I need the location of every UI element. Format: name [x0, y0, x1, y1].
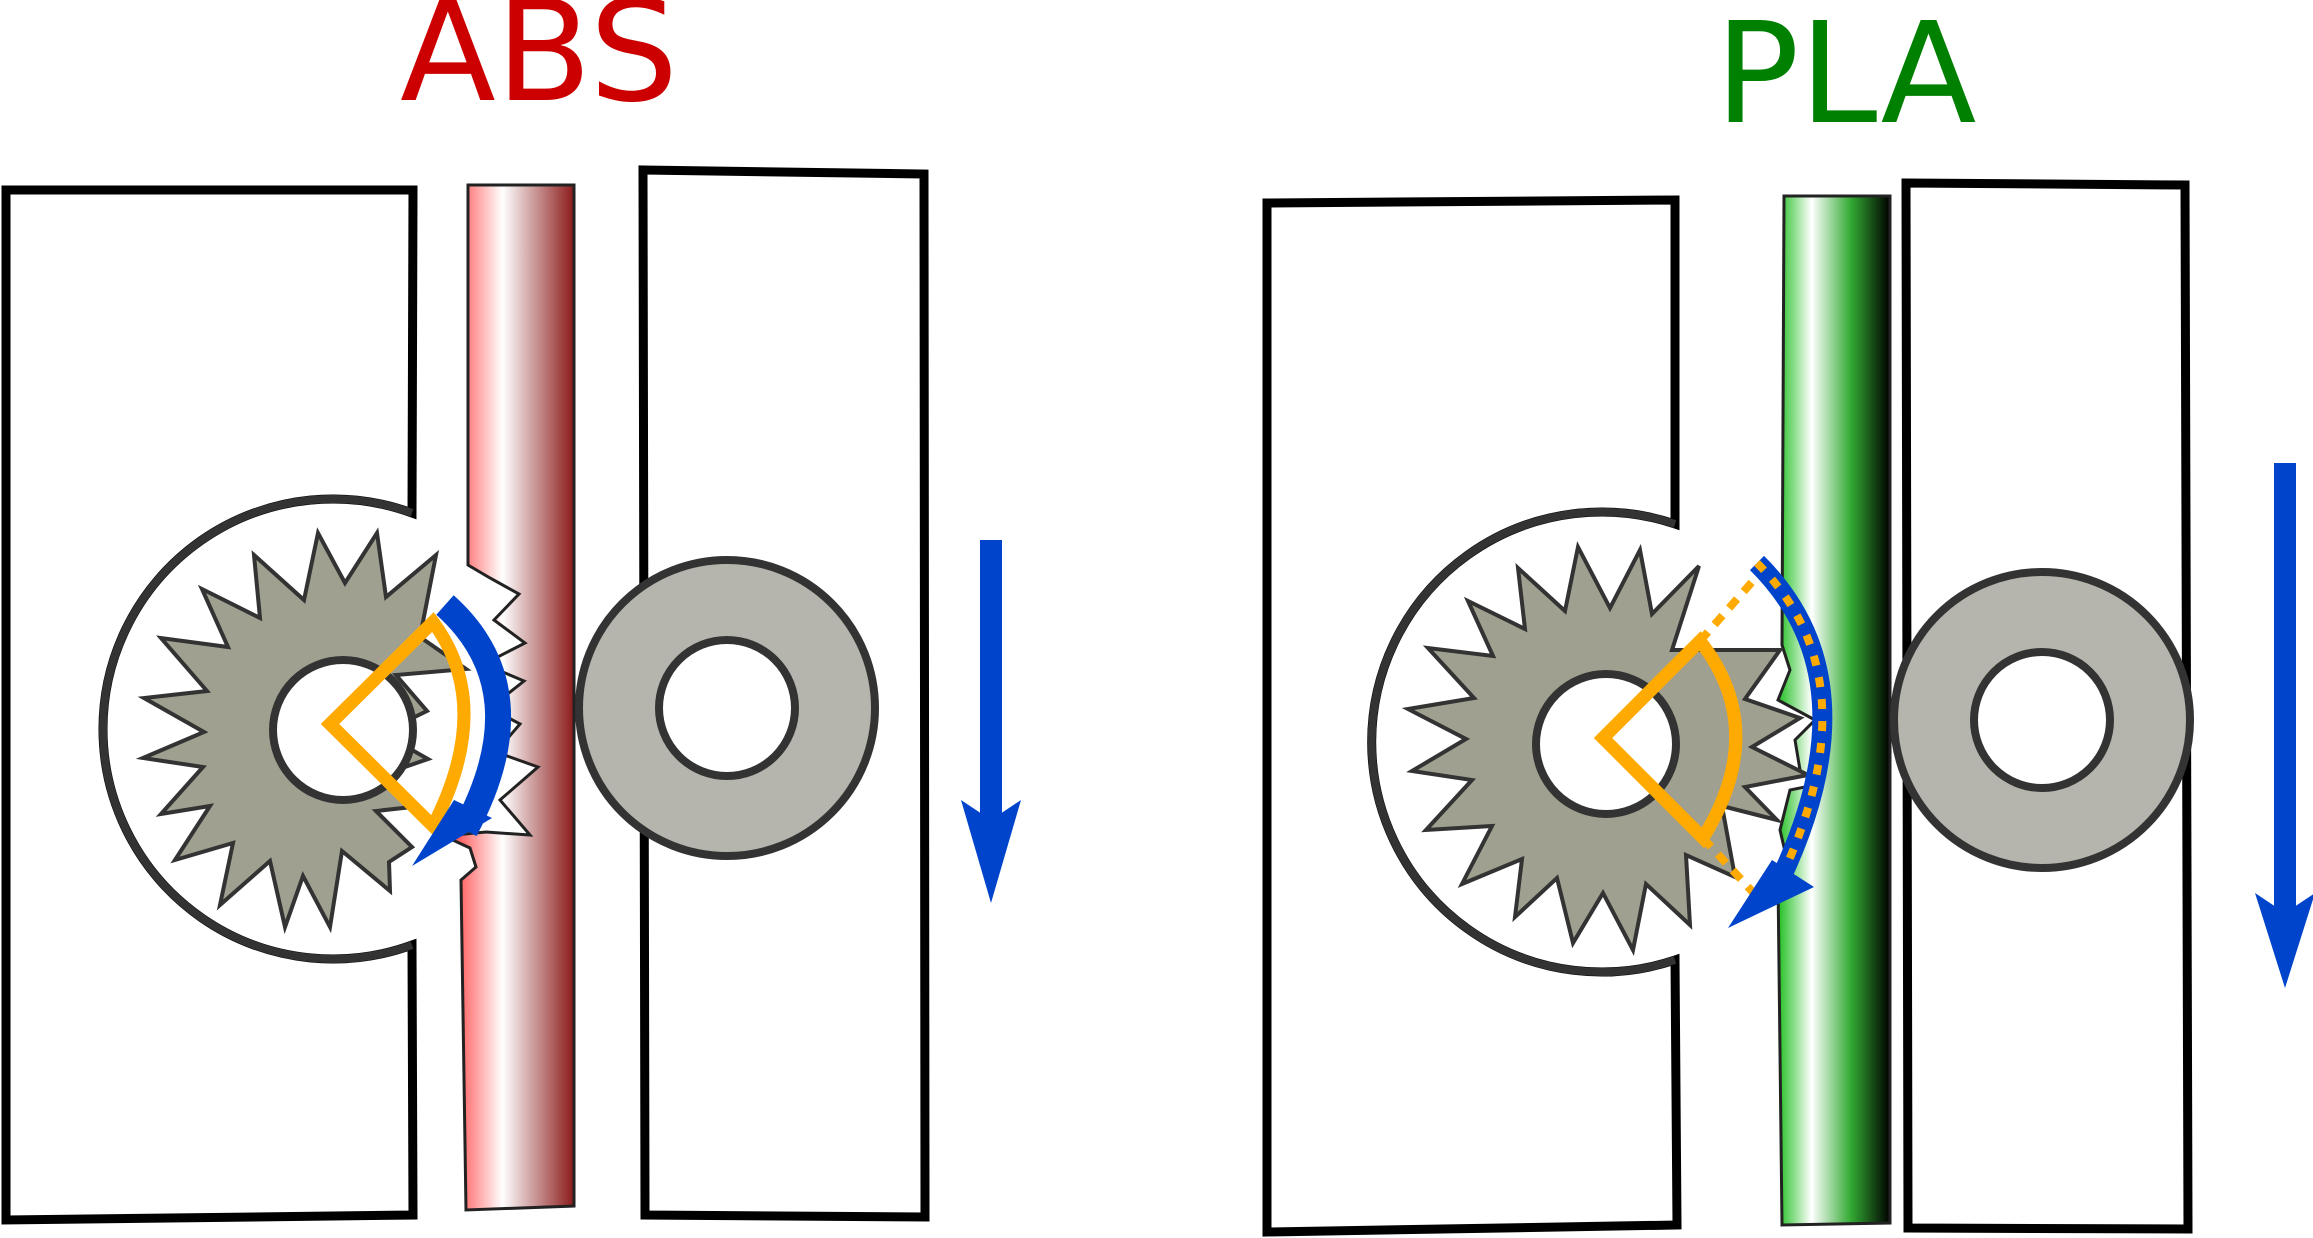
arrow-down-icon	[961, 800, 1021, 903]
pla-label: PLA	[1715, 0, 1976, 156]
abs-rotation-arrowhead	[412, 800, 492, 866]
pla-idler-bearing	[1890, 568, 2194, 872]
abs-label: ABS	[400, 0, 678, 134]
pla-direction-arrow	[2255, 463, 2313, 988]
pla-bearing-hole	[1970, 648, 2114, 792]
pla-wedge-extension	[1697, 570, 1763, 903]
pla-cavity-outline	[1367, 508, 1677, 976]
pla-rotation-arrow	[1728, 555, 1833, 928]
abs-idler-bearing	[575, 556, 879, 860]
abs-drive-gear	[135, 527, 472, 935]
abs-bearing-hole	[655, 636, 799, 780]
abs-cavity-outline	[98, 495, 414, 963]
abs-rotation-arrow	[412, 595, 511, 866]
abs-panel: ABS	[1, 0, 1021, 1225]
pla-rotation-arrowhead	[1728, 860, 1814, 928]
abs-grip-wedge	[320, 612, 471, 837]
pla-filament	[1776, 194, 1892, 1227]
pla-panel: PLA	[1262, 0, 2313, 1237]
pla-grip-wedge	[1593, 631, 1743, 849]
arrow-down-icon	[2255, 893, 2313, 988]
abs-direction-arrow	[961, 540, 1021, 903]
